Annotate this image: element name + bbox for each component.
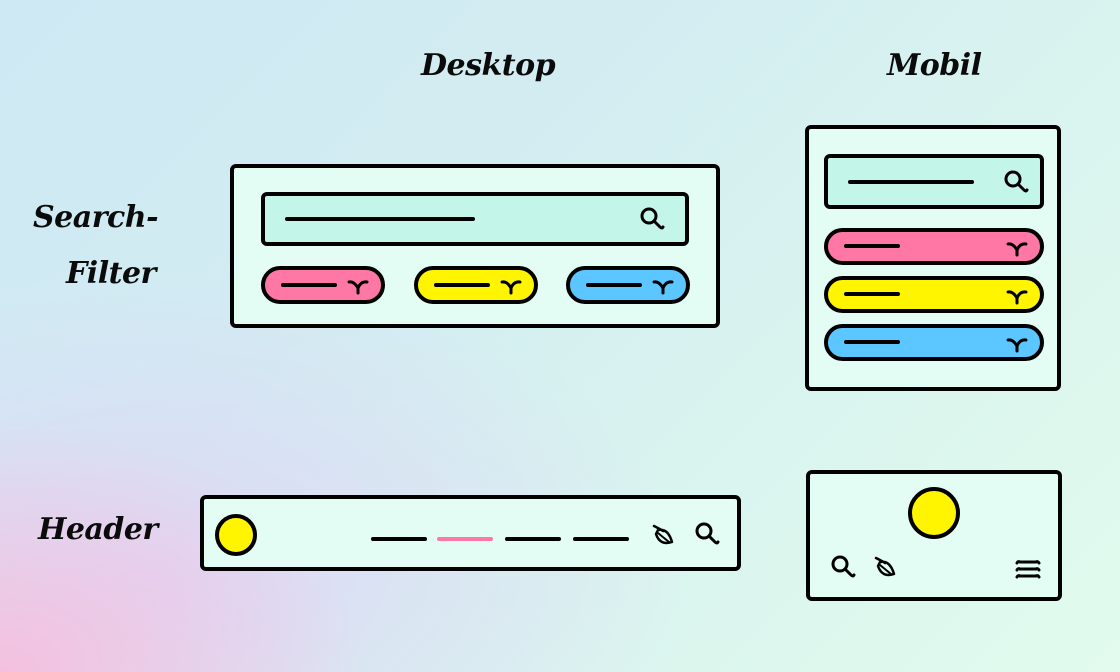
chevron-down-icon bbox=[347, 280, 369, 295]
chevron-down-icon bbox=[1006, 242, 1028, 257]
desktop-header-frame bbox=[200, 495, 741, 571]
leaf-icon[interactable] bbox=[872, 554, 898, 582]
row-heading-search-filter-2: Filter bbox=[66, 256, 156, 291]
nav-item-4[interactable] bbox=[573, 537, 629, 541]
search-placeholder-line bbox=[848, 180, 974, 184]
desktop-search-input[interactable] bbox=[261, 192, 689, 246]
nav-item-3[interactable] bbox=[505, 537, 561, 541]
filter-label-line bbox=[434, 283, 490, 287]
search-icon[interactable] bbox=[639, 206, 665, 234]
logo[interactable] bbox=[215, 514, 257, 556]
mobile-header-frame bbox=[806, 470, 1062, 601]
leaf-icon[interactable] bbox=[650, 522, 676, 550]
search-icon[interactable] bbox=[1003, 169, 1029, 197]
logo[interactable] bbox=[908, 487, 960, 539]
mobile-search-input[interactable] bbox=[824, 154, 1044, 209]
menu-icon[interactable] bbox=[1014, 558, 1042, 582]
mobile-filter-blue[interactable] bbox=[824, 324, 1044, 361]
chevron-down-icon bbox=[1006, 290, 1028, 305]
mobile-filter-pink[interactable] bbox=[824, 228, 1044, 265]
desktop-filter-blue[interactable] bbox=[566, 266, 690, 304]
mobile-filter-yellow[interactable] bbox=[824, 276, 1044, 313]
row-heading-search-filter-1: Search- bbox=[33, 200, 159, 235]
mobile-search-filter-frame bbox=[805, 125, 1061, 391]
nav-item-1[interactable] bbox=[371, 537, 427, 541]
search-placeholder-line bbox=[285, 217, 475, 221]
desktop-filter-yellow[interactable] bbox=[414, 266, 538, 304]
row-heading-header: Header bbox=[38, 512, 158, 547]
filter-label-line bbox=[844, 244, 900, 248]
chevron-down-icon bbox=[500, 280, 522, 295]
filter-label-line bbox=[281, 283, 337, 287]
column-heading-mobile: Mobil bbox=[887, 48, 982, 83]
filter-label-line bbox=[586, 283, 642, 287]
column-heading-desktop: Desktop bbox=[421, 48, 556, 83]
chevron-down-icon bbox=[1006, 338, 1028, 353]
search-icon[interactable] bbox=[694, 521, 720, 549]
desktop-filter-pink[interactable] bbox=[261, 266, 385, 304]
desktop-search-filter-frame bbox=[230, 164, 720, 328]
nav-item-2-active[interactable] bbox=[437, 537, 493, 541]
chevron-down-icon bbox=[652, 280, 674, 295]
filter-label-line bbox=[844, 292, 900, 296]
filter-label-line bbox=[844, 340, 900, 344]
search-icon[interactable] bbox=[830, 554, 856, 582]
